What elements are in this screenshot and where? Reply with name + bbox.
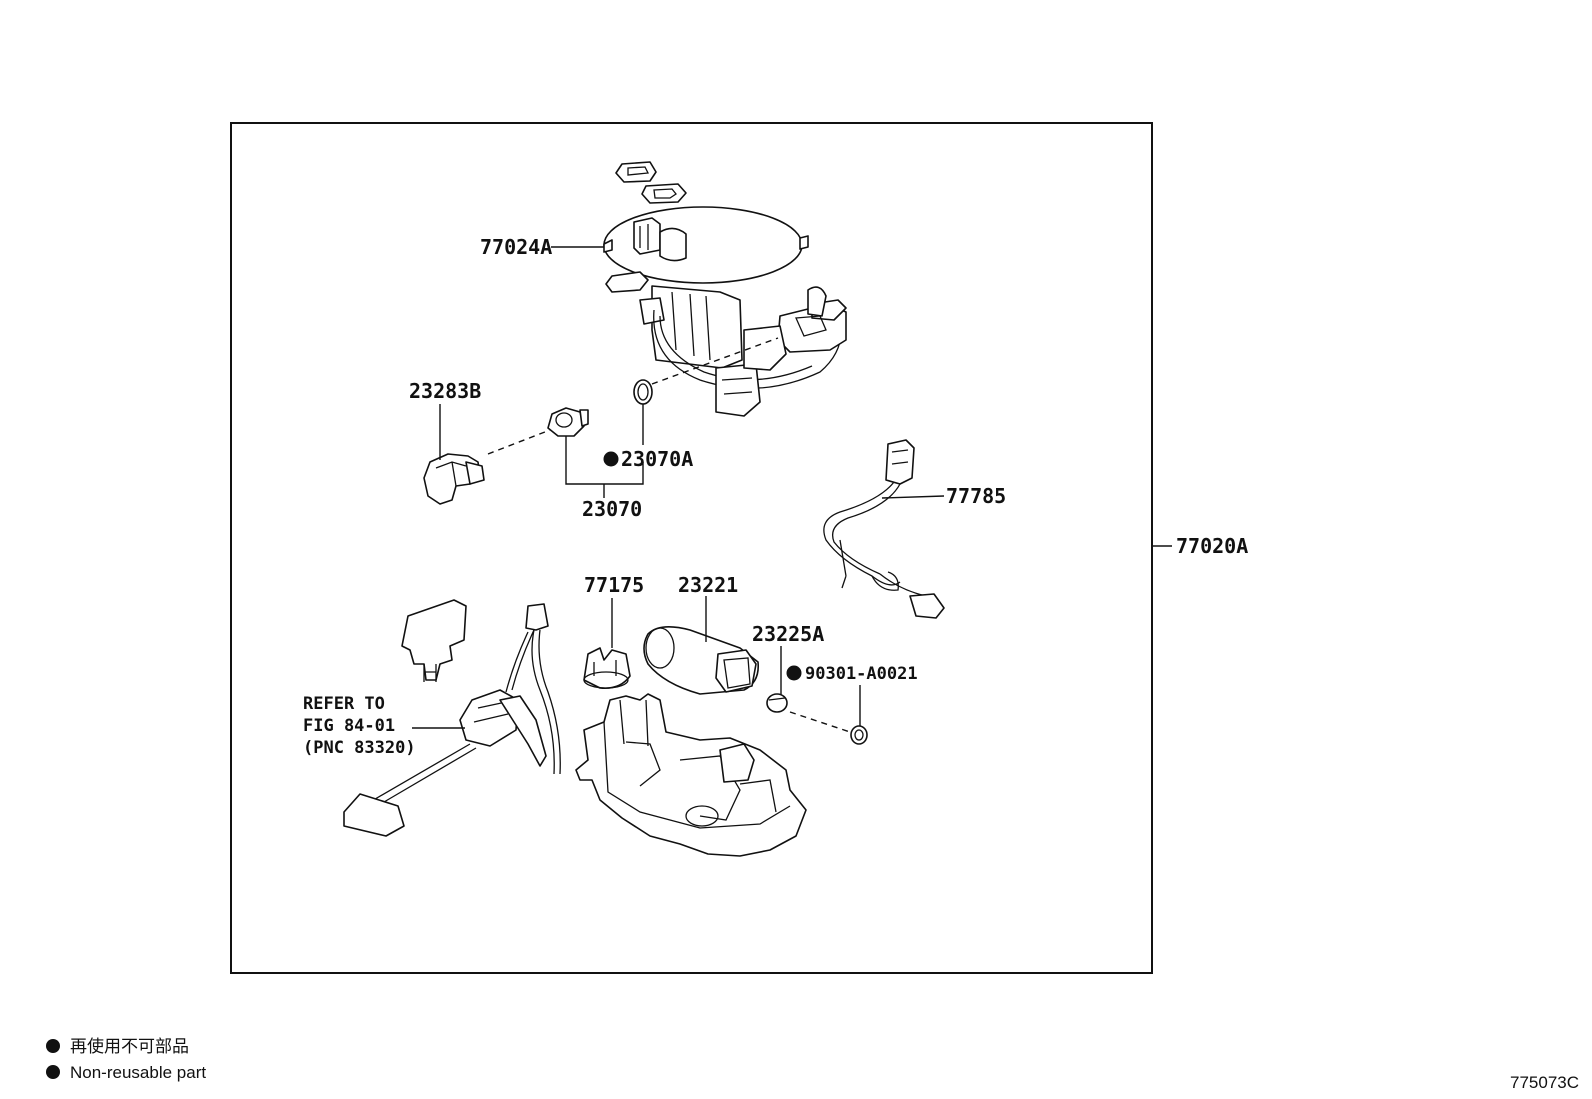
- bracket-77175-part: [583, 647, 631, 690]
- dash-oring-to-filter: [789, 711, 851, 733]
- legend-marker-en-icon: [46, 1065, 60, 1079]
- refer-note-line1: REFER TO: [303, 694, 385, 714]
- leader-77785: [881, 495, 945, 499]
- callout-90301-A0021[interactable]: 90301-A0021: [805, 664, 918, 684]
- sub-tank-part: [575, 693, 807, 857]
- gasket-plates: [615, 161, 687, 204]
- pressure-regulator-part: [547, 407, 589, 437]
- refer-note-line2[interactable]: FIG 84-01: [303, 716, 395, 736]
- dash-oring-to-assembly: [651, 337, 779, 385]
- fuel-sender-gauge-part: [343, 599, 561, 837]
- assembly-frame: [230, 122, 1153, 974]
- fuel-pump-assembly-77024A: [603, 206, 847, 417]
- callout-23225A[interactable]: 23225A: [752, 622, 824, 646]
- non-reusable-marker-23070A-icon: [603, 451, 619, 467]
- callout-23221[interactable]: 23221: [678, 573, 738, 597]
- o-ring-90301-part: [850, 725, 868, 745]
- callout-77785[interactable]: 77785: [946, 484, 1006, 508]
- callout-77024A[interactable]: 77024A: [480, 235, 552, 259]
- wire-harness-77785-part: [823, 439, 945, 619]
- fuel-pump-23221-part: [643, 626, 760, 695]
- o-ring-23070A-part: [633, 379, 653, 405]
- callout-23070[interactable]: 23070: [582, 497, 642, 521]
- dash-retainer-to-regulator: [487, 429, 551, 455]
- legend-text-jp: 再使用不可部品: [70, 1036, 189, 1056]
- callout-23070A[interactable]: 23070A: [621, 447, 693, 471]
- callout-23283B[interactable]: 23283B: [409, 379, 481, 403]
- callout-77020A[interactable]: 77020A: [1176, 534, 1248, 558]
- non-reusable-marker-90301-icon: [786, 665, 802, 681]
- refer-note-line3: (PNC 83320): [303, 738, 416, 758]
- legend-marker-jp-icon: [46, 1039, 60, 1053]
- figure-code: 775073C: [1510, 1073, 1579, 1092]
- cushion-23225A-part: [766, 693, 788, 713]
- retainer-23283B-part: [423, 453, 485, 505]
- legend: 再使用不可部品 Non-reusable part: [46, 1036, 206, 1082]
- callout-77175[interactable]: 77175: [584, 573, 644, 597]
- legend-text-en: Non-reusable part: [70, 1063, 206, 1082]
